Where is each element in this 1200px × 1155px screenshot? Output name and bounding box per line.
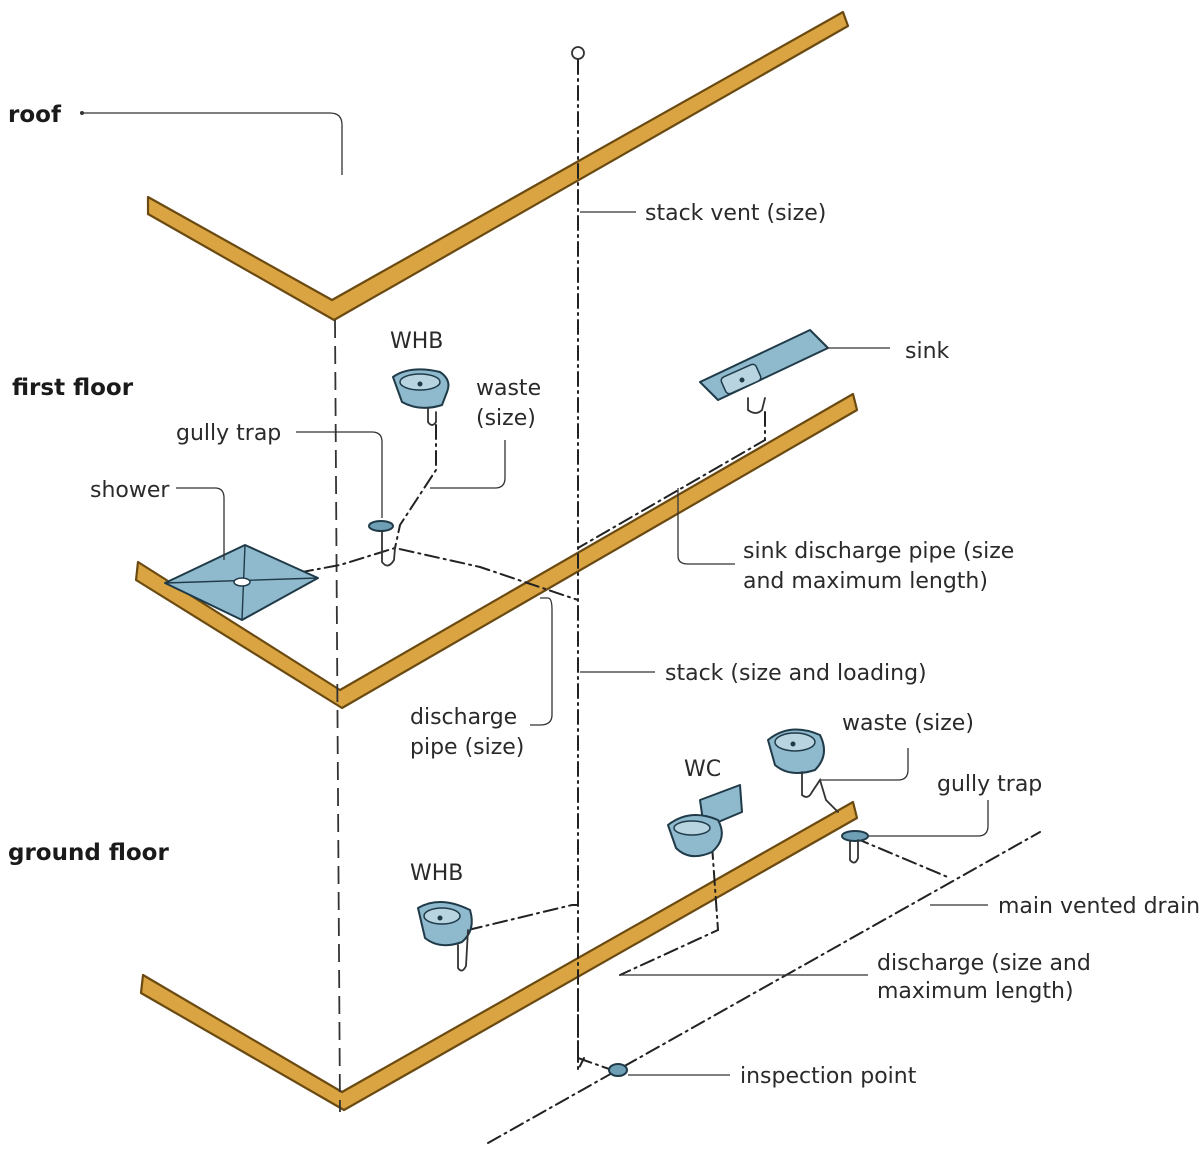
whb-ground-floor	[417, 901, 473, 972]
stack-pipe	[571, 46, 613, 1071]
shower-tray	[164, 544, 319, 621]
label-main-vented-drain: main vented drain	[998, 894, 1200, 919]
label-waste-ground: waste (size)	[842, 711, 974, 736]
label-whb-ground: WHB	[410, 861, 463, 886]
wc-ground-floor	[667, 784, 743, 858]
wc-discharge-pipe	[619, 844, 720, 976]
label-gully-trap-ground: gully trap	[937, 772, 1042, 797]
gully-ground-discharge-pipe	[854, 837, 951, 879]
inspection-point-marker	[608, 1063, 628, 1077]
label-ground-floor: ground floor	[8, 840, 169, 866]
whb-first-waste-pipe	[394, 424, 437, 549]
label-shower: shower	[90, 478, 170, 503]
label-discharge-pipe-1: discharge	[410, 705, 517, 730]
label-sink: sink	[905, 339, 950, 364]
label-discharge-ground-2: maximum length)	[877, 979, 1074, 1004]
label-discharge-pipe-2: pipe (size)	[410, 735, 524, 760]
label-stack-vent: stack vent (size)	[645, 201, 826, 226]
label-first-floor: first floor	[12, 375, 134, 401]
label-inspection-point: inspection point	[740, 1064, 917, 1089]
label-whb-first: WHB	[390, 329, 443, 354]
sink-discharge-pipe	[577, 411, 766, 549]
leader-lines	[80, 111, 989, 1076]
label-sink-discharge-2: and maximum length)	[743, 569, 988, 594]
sink-first-floor	[699, 329, 829, 414]
label-discharge-ground-1: discharge (size and	[877, 951, 1091, 976]
label-gully-trap-first: gully trap	[176, 421, 281, 446]
first-floor-slab	[134, 392, 859, 710]
label-wc: WC	[684, 757, 721, 782]
corner-line	[334, 319, 341, 1113]
label-waste-first-2: (size)	[476, 406, 536, 431]
label-sink-discharge-1: sink discharge pipe (size	[743, 539, 1014, 564]
label-stack: stack (size and loading)	[665, 661, 927, 686]
whb-first-floor	[392, 368, 450, 426]
ground-floor-slab	[139, 800, 859, 1112]
basin-ground-floor	[767, 728, 839, 813]
gully-trap-first	[368, 520, 396, 567]
label-waste-first-1: waste	[476, 376, 541, 401]
main-vented-drain-pipe	[487, 831, 1041, 1144]
roof-slab	[146, 10, 850, 322]
whb-ground-waste-pipe	[467, 904, 579, 931]
label-roof: roof	[8, 102, 62, 128]
gully-trap-ground	[841, 830, 869, 864]
